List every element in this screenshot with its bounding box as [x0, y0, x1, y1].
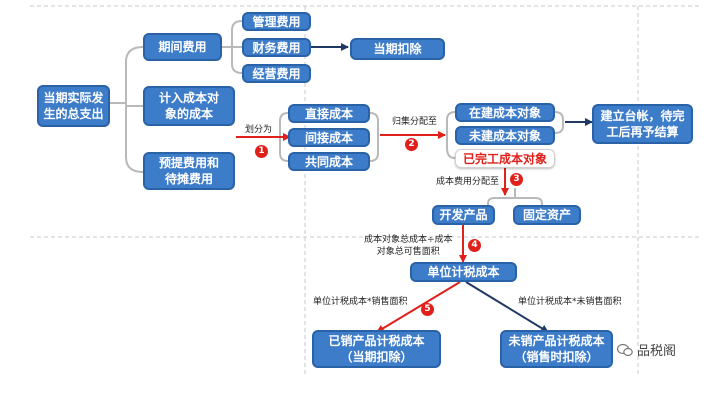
label-divide-into: 划分为 — [245, 125, 273, 135]
label-formula: 成本对象总成本÷成本 对象总可售面积 — [364, 235, 453, 257]
node-direct-cost: 直接成本 — [288, 104, 370, 123]
step-badge-4: 4 — [468, 239, 481, 252]
node-total-expenditure: 当期实际发 生的总支出 — [37, 85, 110, 127]
dashed-guides — [30, 5, 700, 375]
label-unsold-formula: 单位计税成本*未销售面积 — [518, 297, 622, 307]
arrow-unsold — [465, 281, 549, 333]
node-not-constructed: 未建成本对象 — [455, 126, 555, 145]
node-sold-tax-cost: 已销产品计税成本 （当期扣除） — [312, 330, 441, 368]
node-fixed-assets: 固定资产 — [513, 205, 581, 225]
node-in-construction: 在建成本对象 — [455, 103, 555, 122]
node-unit-tax-cost: 单位计税成本 — [410, 262, 517, 282]
node-common-cost: 共同成本 — [288, 152, 370, 171]
label-aggregate-allocate: 归集分配至 — [392, 117, 438, 127]
brace-connectors — [110, 20, 564, 214]
node-cost-object-included: 计入成本对 象的成本 — [143, 86, 235, 126]
node-completed: 已完工成本对象 — [455, 149, 555, 168]
label-sold-formula: 单位计税成本*销售面积 — [313, 297, 408, 307]
wechat-icon — [617, 343, 633, 356]
node-finance-expense: 财务费用 — [242, 38, 311, 57]
node-admin-expense: 管理费用 — [242, 12, 311, 31]
node-indirect-cost: 间接成本 — [288, 128, 370, 147]
node-period-expense: 期间费用 — [143, 33, 222, 61]
node-development-product: 开发产品 — [432, 205, 495, 225]
step-badge-2: 2 — [405, 138, 418, 151]
watermark: 品税阁 — [617, 340, 676, 359]
node-ledger: 建立台帐，待完 工后再予结算 — [592, 104, 693, 144]
step-badge-1: 1 — [255, 145, 268, 158]
step-badge-5: 5 — [421, 303, 434, 316]
arrow-sold — [376, 281, 461, 333]
node-unsold-tax-cost: 未销产品计税成本 （销售时扣除） — [500, 330, 613, 368]
node-current-deduction: 当期扣除 — [350, 38, 445, 60]
node-accrued-expense: 预提费用和 待摊费用 — [143, 152, 235, 190]
step-badge-3: 3 — [510, 173, 523, 186]
label-cost-allocation: 成本费用分配至 — [436, 177, 500, 187]
watermark-text: 品税阁 — [637, 344, 677, 359]
node-operating-expense: 经营费用 — [242, 64, 311, 83]
